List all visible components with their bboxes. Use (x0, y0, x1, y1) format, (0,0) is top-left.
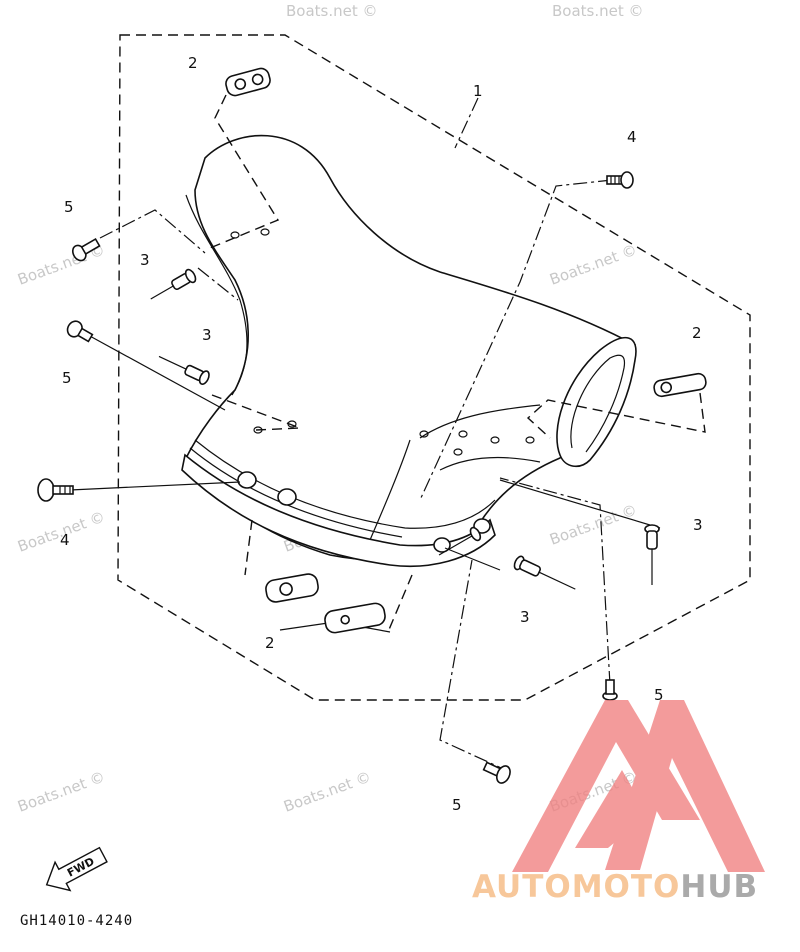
grommet-top (225, 67, 271, 97)
rivet-right (644, 524, 660, 585)
leader-bolt-bottom (439, 559, 511, 773)
bolt-left-mid (66, 320, 94, 343)
callout-4-top-right: 4 (627, 128, 637, 146)
fwd-arrow-icon: FWD (45, 846, 108, 892)
grommet-bottom-left (265, 573, 319, 603)
watermark: Boats.net © (547, 241, 639, 289)
watermark: Boats.net © (552, 2, 644, 20)
callout-3-right: 3 (693, 516, 703, 534)
part-code: GH14010-4240 (20, 913, 133, 929)
automotohub-logo-mark (512, 700, 765, 872)
leader-rivet-right (499, 479, 661, 529)
watermark: Boats.net © (286, 2, 378, 20)
callout-3-left-upper: 3 (140, 251, 150, 269)
callout-5-bottom: 5 (452, 796, 462, 814)
callout-5-left-mid: 5 (62, 369, 72, 387)
automotohub-logo-text: AUTOMOTOHUB (472, 869, 758, 905)
leader-bolt-left-upper (99, 209, 206, 254)
callout-4-left: 4 (60, 531, 70, 549)
bolt-bottom (482, 761, 511, 784)
leader-grommet-bottom (244, 519, 253, 576)
watermark: Boats.net © (281, 768, 373, 816)
rivet-left-mid (158, 355, 210, 385)
leader-bolt-right (499, 477, 611, 686)
callout-1: 1 (473, 82, 483, 100)
grommet-bottom-right (324, 602, 386, 634)
leader-bolt-left-mid (87, 334, 226, 411)
leader-screw-top-right (419, 179, 613, 501)
callout-5-right: 5 (654, 686, 664, 704)
callout-3-left-mid: 3 (202, 326, 212, 344)
grommet-right (653, 372, 707, 398)
callout-2-bottom: 2 (265, 634, 275, 652)
leader-rivet-left-upper (197, 267, 239, 301)
cowling-part (181, 134, 637, 568)
logo-text-hub: HUB (680, 869, 758, 905)
rivet-bottom (513, 555, 576, 590)
callout-5-left-upper: 5 (64, 198, 74, 216)
bolt-right (602, 679, 618, 701)
callout-3-bottom: 3 (520, 608, 530, 626)
rivet-left-upper (150, 268, 197, 300)
callout-2-top: 2 (188, 54, 198, 72)
leader-grommet-right (526, 392, 706, 439)
watermark: Boats.net © (15, 768, 107, 816)
logo-text-automoto: AUTOMOTO (472, 869, 680, 905)
leader-rivet-bottom (444, 547, 501, 571)
callout-2-right: 2 (692, 324, 702, 342)
leader-cowling (454, 97, 479, 149)
rivet-rail (438, 526, 482, 556)
leader-grommet-top (209, 94, 280, 249)
leader-screw-left (69, 481, 241, 491)
bolt-left-upper (71, 237, 101, 262)
screw-top-right (606, 171, 634, 189)
leader-grommet-bottom-2 (387, 574, 413, 633)
screw-left (37, 478, 74, 502)
